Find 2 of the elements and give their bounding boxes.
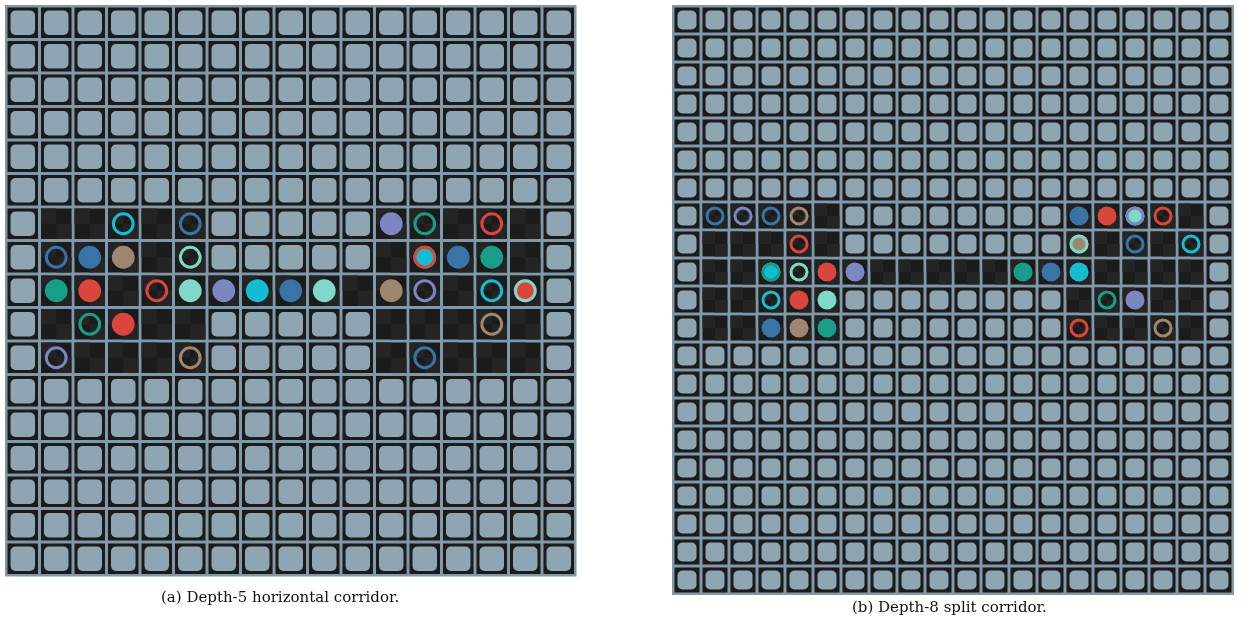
figure-caption: (b) Depth-8 split corridor. xyxy=(852,598,1047,616)
figure-caption: (a) Depth-5 horizontal corridor. xyxy=(161,588,400,606)
